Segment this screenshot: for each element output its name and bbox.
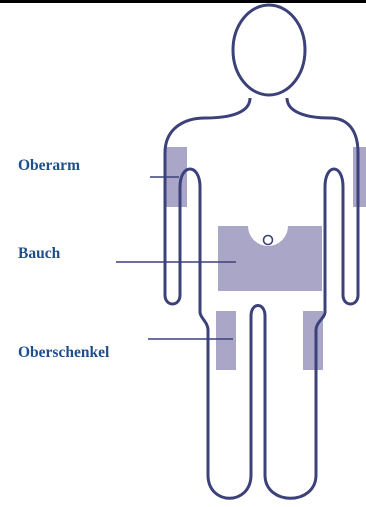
label-thigh: Oberschenkel xyxy=(18,344,109,362)
label-upper-arm: Oberarm xyxy=(18,157,80,175)
label-belly: Bauch xyxy=(18,245,60,263)
zone-thigh-left xyxy=(216,311,236,370)
navel-marker xyxy=(264,236,273,245)
torso-outline xyxy=(165,98,358,498)
head-outline xyxy=(233,5,305,95)
